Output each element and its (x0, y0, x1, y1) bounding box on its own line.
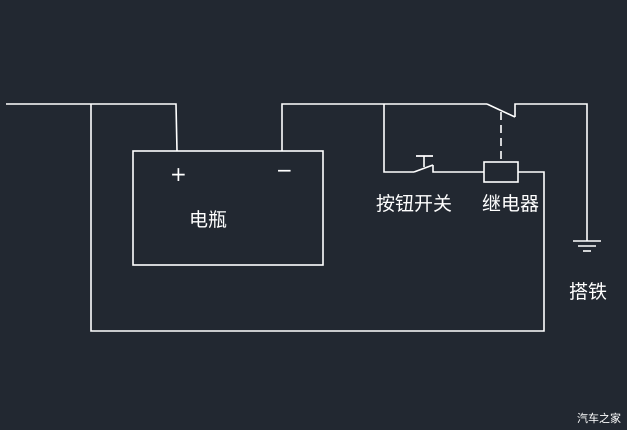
wire-battery-negative (281, 103, 487, 151)
relay-coil (483, 161, 519, 183)
wire-button-to-relay (432, 165, 484, 173)
battery-box (132, 150, 324, 266)
battery-positive-label: + (170, 162, 187, 186)
wire-push-button-branch (383, 104, 414, 173)
battery-negative-label: − (276, 158, 293, 182)
wire-relay-contact-to-ground (514, 103, 588, 241)
watermark: 汽车之家 (577, 412, 621, 425)
wire-return-loop (90, 104, 545, 332)
battery-label: 电瓶 (189, 209, 227, 231)
wire-input-to-battery-positive (6, 103, 178, 152)
relay-label: 继电器 (482, 193, 539, 215)
push-button-label: 按钮开关 (376, 193, 452, 215)
relay-contact-blade (486, 103, 516, 118)
ground-label: 搭铁 (569, 281, 607, 303)
push-button-blade (413, 164, 434, 173)
